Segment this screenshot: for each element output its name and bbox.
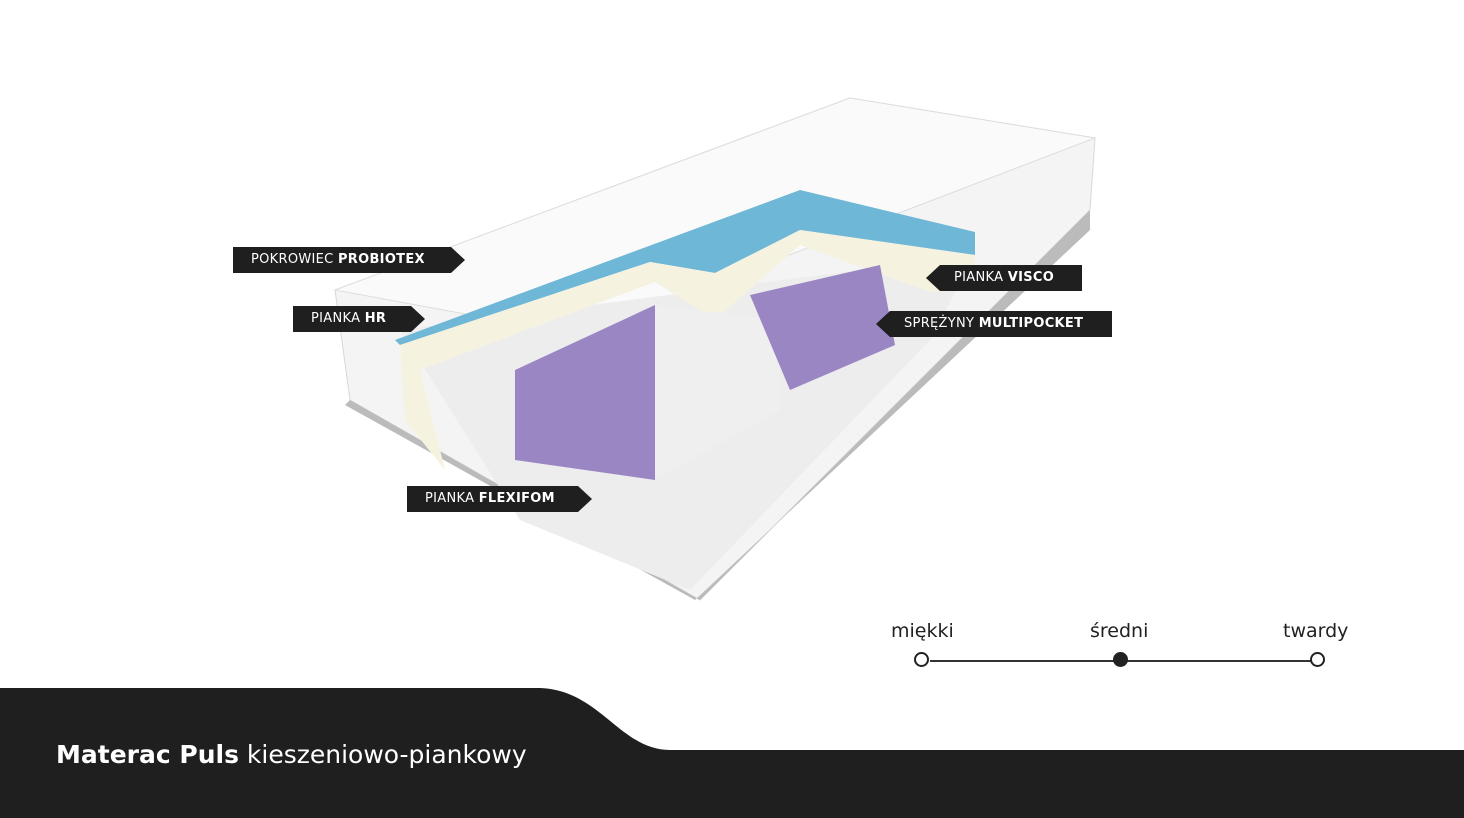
springs-back [750,265,895,390]
bottom-band [0,688,1464,818]
firmness-label-hard: twardy [1283,620,1349,642]
label-hr: PIANKA HR [293,306,425,332]
firmness-dot-hard [1310,652,1325,667]
springs-front [515,305,655,480]
hr-side [400,345,445,470]
product-title: Materac Puls kieszeniowo-piankowy [56,740,527,769]
label-flexifom: PIANKA FLEXIFOM [407,486,592,512]
label-probiotex: POKROWIEC PROBIOTEX [233,247,465,273]
springs-white [655,305,780,480]
label-multipocket: SPRĘŻYNY MULTIPOCKET [876,311,1112,337]
firmness-label-soft: miękki [891,620,954,642]
firmness-label-medium: średni [1090,620,1149,642]
visco-layer [395,190,975,345]
firmness-dot-medium-selected [1113,652,1128,667]
label-visco: PIANKA VISCO [926,265,1082,291]
firmness-dot-soft [914,652,929,667]
hr-layer [400,230,975,370]
